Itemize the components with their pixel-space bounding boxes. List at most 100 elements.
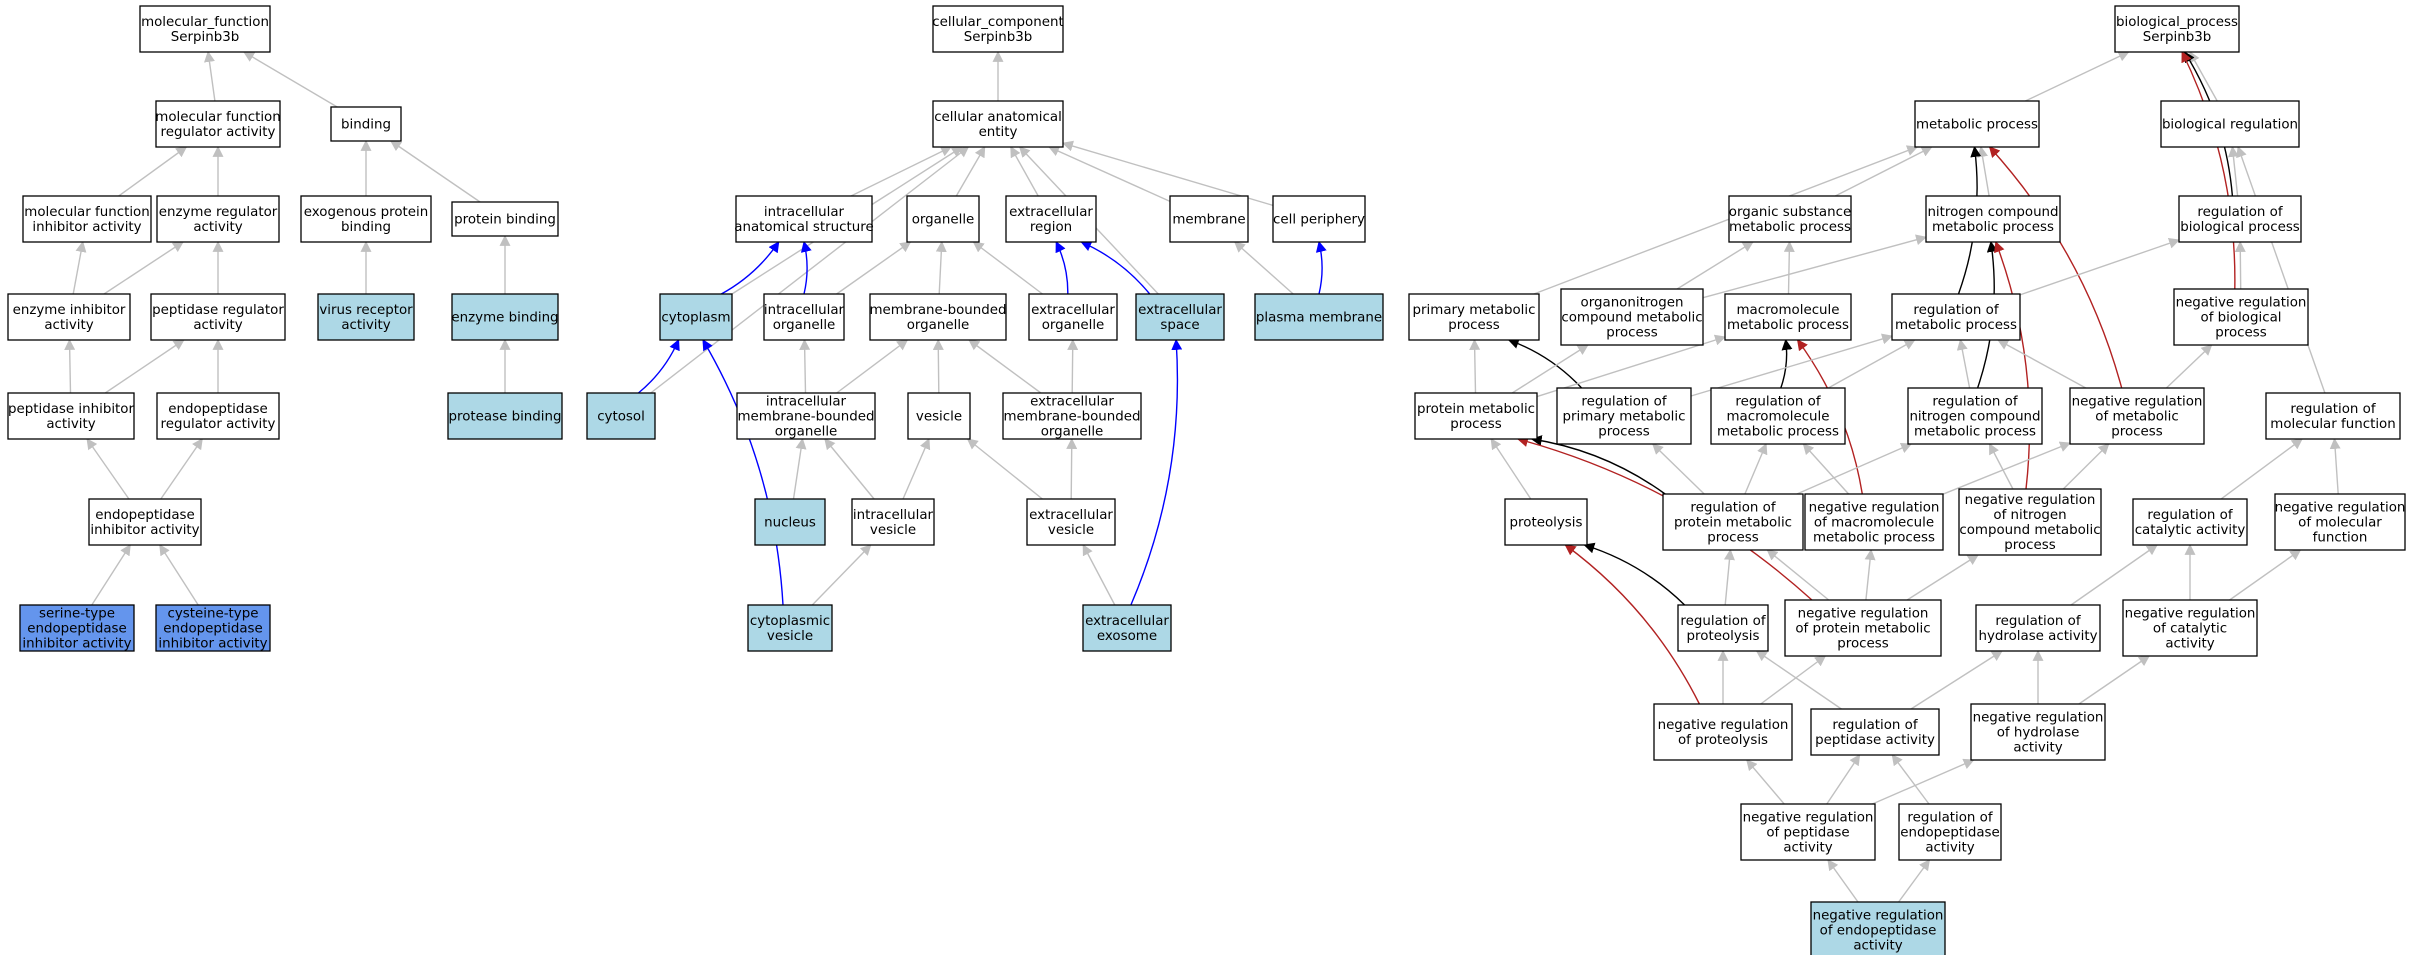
node-box — [1975, 604, 2101, 652]
node-box — [736, 392, 876, 440]
node-box — [451, 201, 559, 237]
node-label-line: inhibitor activity — [158, 637, 267, 652]
node-label-line: enzyme binding — [451, 311, 558, 326]
node-label-line: extracellular — [1009, 205, 1093, 220]
node-label-line: negative regulation — [2072, 395, 2203, 410]
node-label-line: exogenous protein — [304, 205, 428, 220]
node-label-line: inhibitor activity — [32, 220, 141, 235]
edge-is-a-neg-reg-metab-to-neg-reg-bio — [2165, 344, 2213, 389]
node-label-line: regulation of — [1832, 718, 1917, 733]
node-cytoplasm[interactable]: cytoplasm — [659, 293, 733, 341]
node-label-line: of metabolic — [2095, 410, 2178, 425]
node-prot-bind[interactable]: protein binding — [451, 201, 559, 237]
edge-part-of-cytoplasm-to-ias — [720, 241, 780, 295]
node-box — [586, 392, 656, 440]
node-box — [155, 100, 281, 148]
node-label-line: biological process — [2180, 220, 2300, 235]
node-proteolysis[interactable]: proteolysis — [1504, 498, 1588, 546]
node-label-line: negative regulation — [1798, 607, 1929, 622]
node-binding[interactable]: binding — [330, 106, 402, 142]
edge-is-a-ec-org-to-organelle — [972, 241, 1043, 295]
edge-regulates-reg-proteolysis-to-proteolysis — [1583, 542, 1686, 606]
node-membrane[interactable]: membrane — [1169, 195, 1249, 243]
node-box — [1414, 392, 1538, 440]
node-vesicle[interactable]: vesicle — [907, 392, 971, 440]
edge-is-a-proteolysis-to-prot-metab — [1490, 438, 1532, 500]
node-label-line: membrane-bounded — [870, 303, 1007, 318]
edge-is-a-endopep-inhib-to-endopep-reg — [160, 438, 203, 500]
node-enz-bind[interactable]: enzyme binding — [451, 293, 559, 341]
node-nucleus[interactable]: nucleus — [754, 498, 826, 546]
node-metab[interactable]: metabolic process — [1914, 100, 2040, 148]
node-label-line: regulation of — [1913, 303, 1998, 318]
node-cell-periph[interactable]: cell periphery — [1272, 195, 1366, 243]
node-box — [1169, 195, 1249, 243]
node-label-line: nucleus — [764, 516, 816, 531]
edge-is-a-ec-vesicle-to-vesicle — [966, 438, 1043, 500]
node-organelle[interactable]: organelle — [906, 195, 980, 243]
node-plasma-mem[interactable]: plasma membrane — [1254, 293, 1384, 341]
node-bio-reg[interactable]: biological regulation — [2160, 100, 2300, 148]
node-cytosol[interactable]: cytosol — [586, 392, 656, 440]
node-protease-bind[interactable]: protease binding — [447, 392, 563, 440]
